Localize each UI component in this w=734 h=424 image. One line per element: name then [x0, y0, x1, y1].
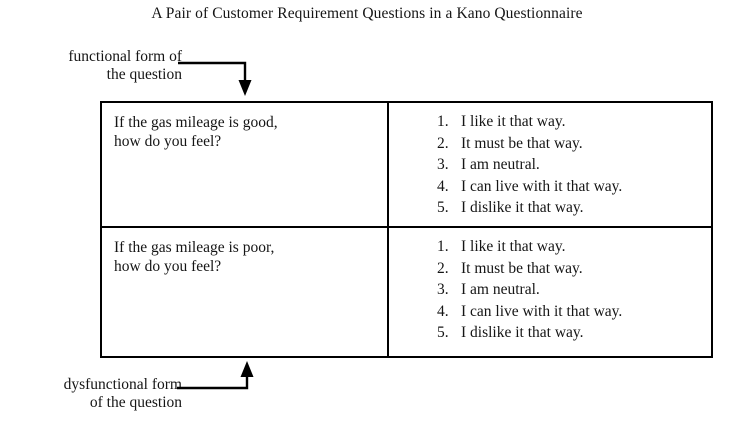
answer-option-number: 1.: [437, 238, 449, 255]
page-title: A Pair of Customer Requirement Questions…: [151, 5, 583, 22]
question-text-line2: how do you feel?: [114, 258, 222, 275]
question-cell-dysfunctional: If the gas mileage is poor, how do you f…: [102, 228, 389, 356]
answer-option-label: I can live with it that way.: [461, 302, 623, 320]
answer-option-number: 4.: [437, 302, 449, 320]
kano-questionnaire-table: If the gas mileage is good, how do you f…: [100, 101, 713, 358]
dysfunctional-form-label-line1: dysfunctional form: [63, 376, 182, 393]
answer-option-number: 2.: [437, 134, 449, 152]
arrow-down-icon: [238, 80, 252, 96]
question-cell-functional: If the gas mileage is good, how do you f…: [102, 103, 389, 226]
answer-option[interactable]: 3. I am neutral.: [389, 279, 711, 301]
answer-option[interactable]: 1. I like it that way.: [389, 236, 711, 258]
dysfunctional-form-label-line2: of the question: [89, 393, 182, 411]
table-row: If the gas mileage is good, how do you f…: [102, 103, 711, 228]
answer-option-list: 1. I like it that way. 2. It must be that …: [389, 236, 711, 344]
dysfunctional-form-label: dysfunctional form of the question: [7, 376, 182, 411]
answer-option-number: 3.: [437, 156, 449, 173]
arrow-up-icon: [240, 361, 254, 377]
answers-cell-dysfunctional: 1. I like it that way. 2. It must be that …: [389, 228, 711, 356]
answer-option-label: I am neutral.: [461, 281, 540, 298]
dysfunctional-connector-line: [177, 373, 249, 390]
functional-form-label: functional form of the question: [7, 48, 182, 83]
answer-option-label: I am neutral.: [461, 156, 540, 173]
table-row: If the gas mileage is poor, how do you f…: [102, 228, 711, 356]
answer-option-number: 5.: [437, 324, 449, 341]
question-text-line2: how do you feel?: [114, 133, 222, 150]
functional-form-label-line2: the question: [106, 65, 182, 83]
answer-option-number: 4.: [437, 177, 449, 195]
question-text-line1: If the gas mileage is good,: [114, 114, 278, 131]
functional-connector-line: [178, 61, 247, 84]
answer-option-label: It must be that way.: [461, 134, 583, 152]
answer-option-list: 1. I like it that way. 2. It must be that …: [389, 111, 711, 219]
answer-option-number: 3.: [437, 281, 449, 298]
answer-option[interactable]: 5. I dislike it that way.: [389, 197, 711, 219]
answer-option-number: 1.: [437, 113, 449, 130]
dysfunctional-connector: [177, 361, 254, 390]
functional-form-label-line1: functional form of: [68, 48, 182, 65]
answer-option[interactable]: 4. I can live with it that way.: [389, 176, 711, 198]
answer-option-label: I can live with it that way.: [461, 177, 623, 195]
answer-option-label: I like it that way.: [461, 238, 566, 255]
answer-option[interactable]: 4. I can live with it that way.: [389, 301, 711, 323]
answer-option-label: I dislike it that way.: [461, 199, 584, 216]
answer-option[interactable]: 1. I like it that way.: [389, 111, 711, 133]
answer-option[interactable]: 3. I am neutral.: [389, 154, 711, 176]
answer-option[interactable]: 2. It must be that way.: [389, 133, 711, 155]
answer-option-number: 2.: [437, 259, 449, 277]
answer-option-label: I dislike it that way.: [461, 324, 584, 341]
answer-option-label: It must be that way.: [461, 259, 583, 277]
answer-option[interactable]: 2. It must be that way.: [389, 258, 711, 280]
question-text-line1: If the gas mileage is poor,: [114, 239, 275, 256]
answers-cell-functional: 1. I like it that way. 2. It must be that …: [389, 103, 711, 226]
answer-option-number: 5.: [437, 199, 449, 216]
answer-option[interactable]: 5. I dislike it that way.: [389, 322, 711, 344]
answer-option-label: I like it that way.: [461, 113, 566, 130]
functional-connector: [178, 61, 252, 96]
